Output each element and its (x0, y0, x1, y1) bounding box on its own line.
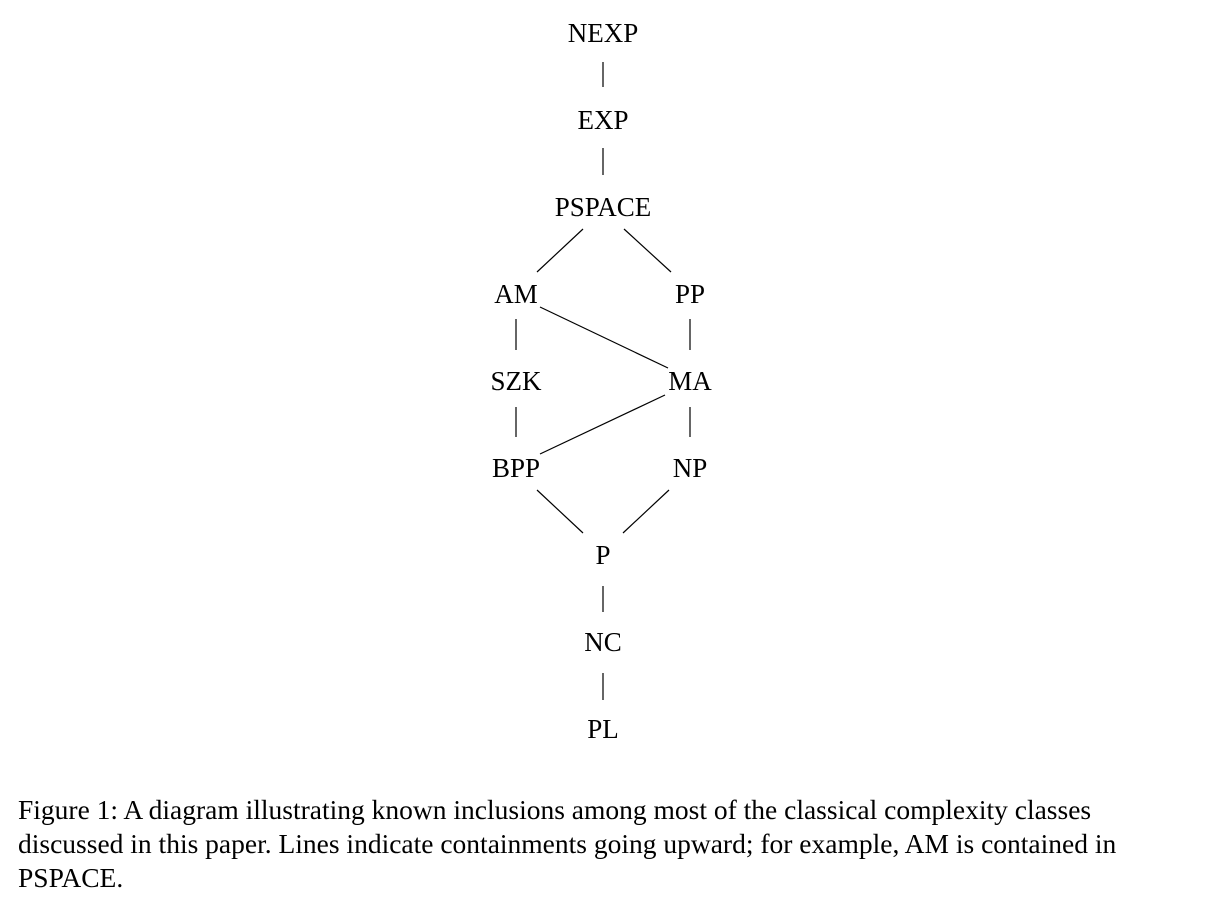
node-pp: PP (675, 279, 705, 309)
node-nexp: NEXP (568, 18, 639, 48)
diagram-edges (515, 62, 691, 700)
node-bpp: BPP (492, 453, 540, 483)
node-pspace: PSPACE (555, 192, 652, 222)
node-ma: MA (668, 366, 712, 396)
node-nc: NC (584, 627, 622, 657)
node-pl: PL (587, 714, 619, 744)
node-exp: EXP (577, 105, 628, 135)
edge-bpp-ma (539, 394, 666, 455)
edge-ma-am (539, 306, 669, 369)
complexity-inclusion-diagram: NEXP EXP PSPACE AM PP SZK MA BPP NP P NC PL (490, 18, 712, 744)
edge-p-bpp (536, 489, 584, 534)
edge-am-pspace (536, 228, 584, 273)
diagram-nodes: NEXP EXP PSPACE AM PP SZK MA BPP NP P NC PL (490, 18, 712, 744)
node-szk: SZK (490, 366, 542, 396)
node-am: AM (494, 279, 538, 309)
edge-pp-pspace (623, 228, 672, 273)
edge-p-np (622, 489, 670, 534)
node-p: P (595, 540, 610, 570)
node-np: NP (673, 453, 708, 483)
figure-caption: Figure 1: A diagram illustrating known i… (18, 794, 1117, 893)
